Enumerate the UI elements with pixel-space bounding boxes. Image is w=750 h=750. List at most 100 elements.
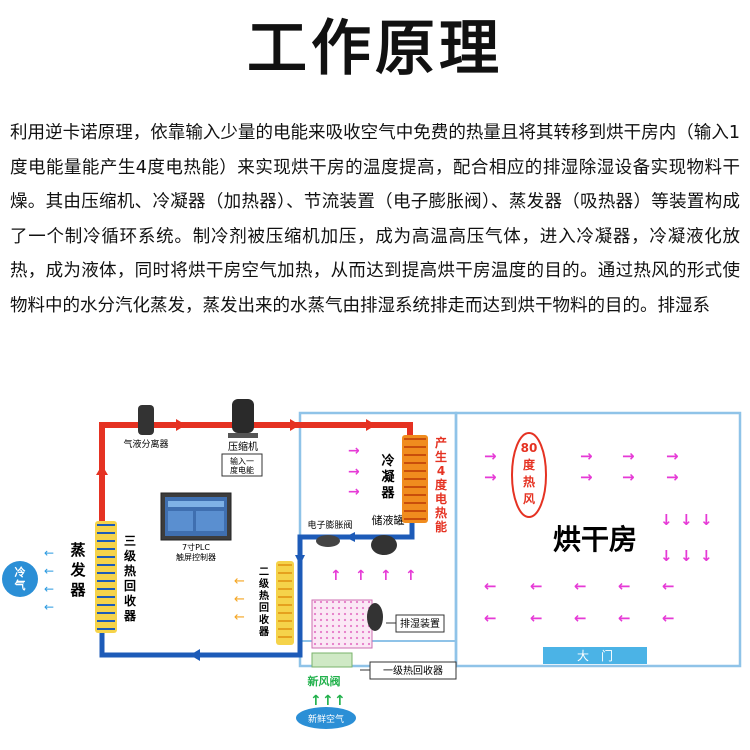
fresh-air-badge bbox=[296, 707, 356, 729]
svg-text:↑: ↑ bbox=[330, 568, 342, 584]
svg-text:→: → bbox=[666, 447, 679, 465]
hot-air-label-1: 80 bbox=[521, 441, 538, 455]
svg-text:←: ← bbox=[618, 577, 631, 595]
heat-label-7: 能 bbox=[435, 519, 447, 534]
svg-text:↑: ↑ bbox=[380, 568, 392, 584]
svg-text:←: ← bbox=[530, 609, 543, 627]
liquid-receiver bbox=[371, 535, 397, 555]
fresh-air-valve-label: 新风阀 bbox=[308, 674, 341, 688]
svg-text:←: ← bbox=[662, 577, 675, 595]
compressor-input-box bbox=[221, 453, 263, 477]
svg-text:←: ← bbox=[484, 577, 497, 595]
controller-label-2: 触屏控制器 bbox=[176, 552, 216, 562]
condenser-label-3: 器 bbox=[380, 486, 395, 501]
heat-label-2: 生 bbox=[435, 449, 447, 464]
svg-text:←: ← bbox=[234, 592, 245, 607]
cold-air-badge bbox=[2, 561, 38, 597]
fresh-air-label: 新鲜空气 bbox=[308, 713, 344, 725]
compressor-base bbox=[228, 433, 258, 438]
svg-text:←: ← bbox=[234, 610, 245, 625]
screen-panel-left bbox=[168, 511, 193, 531]
svg-text:↑: ↑ bbox=[322, 693, 334, 709]
separator-label: 气液分离器 bbox=[123, 438, 168, 450]
svg-text:↑: ↑ bbox=[355, 568, 367, 584]
heat-label-6: 热 bbox=[435, 505, 447, 520]
gas-liquid-separator bbox=[138, 405, 154, 435]
warm-air-arrows: ← ← ← bbox=[234, 574, 245, 625]
description-paragraph: 利用逆卡诺原理，依靠输入少量的电能来吸收空气中免费的热量且将其转移到烘干房内（输… bbox=[10, 123, 740, 316]
hr2-label-1: 二 bbox=[259, 566, 269, 578]
hr2-label-2: 级 bbox=[258, 577, 270, 590]
svg-text:←: ← bbox=[44, 582, 54, 596]
svg-text:←: ← bbox=[234, 574, 245, 589]
heat-label-4: 度 bbox=[435, 477, 448, 492]
svg-text:→: → bbox=[622, 447, 635, 465]
heat-pump-diagram: 气液分离器 压缩机 输入一 度电能 7寸PLC 触屏控制器 蒸 发 器 三 级 … bbox=[2, 399, 742, 729]
evaporator-label-3: 器 bbox=[69, 581, 86, 599]
hr3-label-1: 三 bbox=[124, 534, 136, 548]
hot-air-label-2: 度 bbox=[523, 457, 536, 472]
hr2-label-6: 器 bbox=[258, 626, 270, 638]
evaporator-label-2: 发 bbox=[69, 561, 86, 579]
svg-text:→: → bbox=[348, 484, 360, 500]
drying-room-airflow-arrows: →→ →→ →→ →→ ↓↓↓ ↓↓↓ ←←←←← ←←←←← bbox=[484, 447, 713, 627]
hot-pipe-arrows bbox=[96, 419, 376, 475]
heat-label-1: 产 bbox=[435, 435, 447, 450]
receiver-label: 储液罐 bbox=[372, 513, 405, 527]
fresh-air-arrows: ↑↑↑ bbox=[310, 693, 346, 709]
svg-text:↓: ↓ bbox=[680, 511, 693, 529]
svg-text:↓: ↓ bbox=[700, 511, 713, 529]
secondary-heat-recovery-coil bbox=[276, 561, 294, 645]
svg-text:→: → bbox=[622, 468, 635, 486]
cold-air-arrows: ←←←← bbox=[44, 546, 54, 614]
expansion-valve-label: 电子膨胀阀 bbox=[307, 519, 352, 531]
heat-label-3: 4 bbox=[437, 464, 445, 478]
condenser-label-1: 冷 bbox=[381, 453, 394, 469]
svg-text:↓: ↓ bbox=[700, 547, 713, 565]
compressor-input-line2: 度电能 bbox=[230, 465, 254, 475]
compressor-input-line1: 输入一 bbox=[230, 456, 254, 466]
hr1-label: 一级热回收器 bbox=[383, 664, 443, 677]
gate bbox=[543, 647, 647, 664]
svg-text:←: ← bbox=[44, 600, 54, 614]
svg-text:←: ← bbox=[44, 564, 54, 578]
svg-text:←: ← bbox=[618, 609, 631, 627]
svg-text:←: ← bbox=[662, 609, 675, 627]
condenser-label-2: 凝 bbox=[381, 469, 395, 485]
drying-room-label: 烘干房 bbox=[553, 523, 637, 556]
dehumid-fan bbox=[367, 603, 383, 631]
svg-text:→: → bbox=[348, 443, 360, 459]
controller-label-1: 7寸PLC bbox=[182, 542, 210, 552]
hr3-label-5: 收 bbox=[124, 593, 136, 608]
gate-label: 大 门 bbox=[577, 648, 613, 663]
svg-text:↑: ↑ bbox=[310, 693, 322, 709]
hot-air-label-3: 热 bbox=[523, 474, 535, 489]
svg-text:←: ← bbox=[484, 609, 497, 627]
evaporator-coil bbox=[95, 521, 117, 633]
hr3-label-3: 热 bbox=[124, 563, 136, 578]
condenser-airflow-arrows: →→→ ↑↑↑↑ bbox=[330, 443, 417, 584]
compressor bbox=[232, 399, 254, 433]
dehumid-label-box bbox=[395, 614, 445, 633]
hr3-label-6: 器 bbox=[123, 609, 137, 623]
svg-text:↑: ↑ bbox=[334, 693, 346, 709]
svg-text:←: ← bbox=[574, 609, 587, 627]
svg-text:←: ← bbox=[530, 577, 543, 595]
hr3-label-4: 回 bbox=[124, 579, 136, 593]
svg-text:→: → bbox=[484, 447, 497, 465]
svg-text:↓: ↓ bbox=[680, 547, 693, 565]
hr2-label-4: 回 bbox=[259, 602, 269, 614]
primary-heat-recovery bbox=[311, 599, 373, 649]
svg-text:→: → bbox=[580, 468, 593, 486]
evaporator-label-1: 蒸 bbox=[70, 541, 85, 559]
cold-pipe bbox=[99, 519, 415, 658]
fresh-air-valve bbox=[311, 652, 353, 668]
svg-text:↓: ↓ bbox=[660, 511, 673, 529]
svg-text:→: → bbox=[580, 447, 593, 465]
condenser-coil bbox=[402, 435, 428, 523]
hr3-label-2: 级 bbox=[124, 548, 136, 563]
compressor-label: 压缩机 bbox=[228, 440, 258, 453]
screen-bar bbox=[168, 501, 224, 507]
hot-air-badge bbox=[511, 432, 547, 518]
dehumid-label: 排湿装置 bbox=[400, 617, 440, 630]
